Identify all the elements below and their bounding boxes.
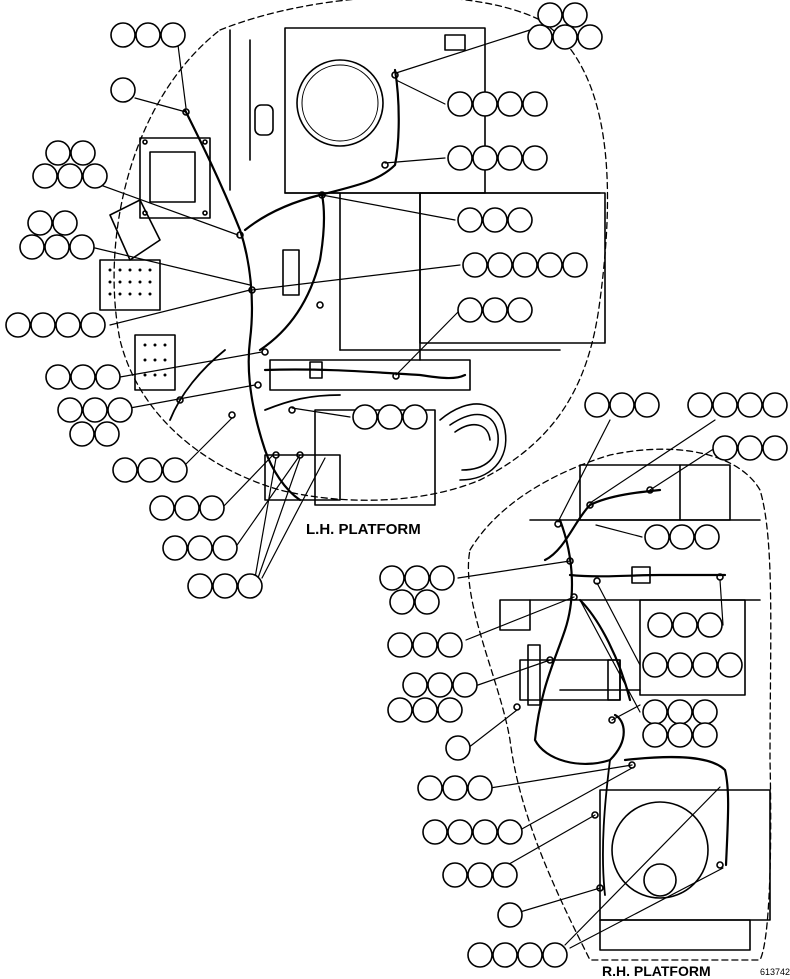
callout-lh-5 [5, 312, 106, 338]
lh-view-outline [113, 0, 609, 501]
callout-lh-1 [110, 22, 186, 48]
lh-perforated-plate [99, 259, 161, 311]
callout-rh-16 [442, 862, 518, 888]
callout-lh-3 [32, 140, 108, 189]
rh-upper-panel [579, 464, 731, 521]
lh-platform-view [99, 0, 609, 506]
callout-lh-8 [112, 457, 188, 483]
callout-rh-10 [642, 652, 743, 678]
callout-rh-4 [644, 524, 720, 550]
callout-rh-11 [642, 699, 718, 725]
lh-round-cover [296, 59, 384, 147]
callout-rh-5 [379, 565, 455, 615]
callout-rh-12 [642, 722, 718, 748]
callout-lh-14 [447, 145, 548, 171]
callout-lh-10 [162, 535, 238, 561]
callout-rh-6 [387, 632, 463, 658]
rh-harness [543, 488, 662, 562]
callout-rh-7 [402, 672, 478, 698]
callout-lh-7 [57, 397, 133, 447]
callout-rh-14 [417, 775, 493, 801]
rh-platform-view [467, 448, 772, 961]
callout-lh-17 [457, 297, 533, 323]
figure-number: 613742 [760, 967, 790, 977]
lh-harness-clamps [176, 71, 400, 459]
callout-lh-15 [457, 207, 533, 233]
leader-lines [94, 29, 724, 949]
lh-right-panel [419, 192, 606, 344]
callout-lh-9 [149, 495, 225, 521]
lh-bracket [139, 137, 211, 219]
callout-rh-15 [422, 819, 523, 845]
callout-rh-3 [712, 435, 788, 461]
lh-platform-label: L.H. PLATFORM [306, 521, 421, 538]
rh-right-box [639, 599, 746, 696]
callout-rh-9 [647, 612, 723, 638]
callout-bubbles [5, 2, 788, 968]
callout-rh-13 [445, 735, 471, 761]
callout-rh-18 [467, 942, 568, 968]
callout-lh-4 [19, 210, 95, 260]
callout-lh-16 [462, 252, 588, 278]
callout-lh-11 [187, 573, 263, 599]
rh-view-outline [467, 448, 772, 961]
lh-harness [183, 108, 302, 502]
callout-rh-8 [387, 697, 463, 723]
callout-lh-13 [447, 91, 548, 117]
callout-rh-2 [687, 392, 788, 418]
rh-platform-label: R.H. PLATFORM [602, 963, 711, 979]
callout-lh-6 [45, 364, 121, 390]
rh-round-cover [611, 801, 709, 899]
callout-rh-1 [584, 392, 660, 418]
callout-lh-18 [352, 404, 428, 430]
callout-lh-12 [527, 2, 603, 50]
callout-lh-2 [110, 77, 136, 103]
callout-rh-17 [497, 902, 523, 928]
